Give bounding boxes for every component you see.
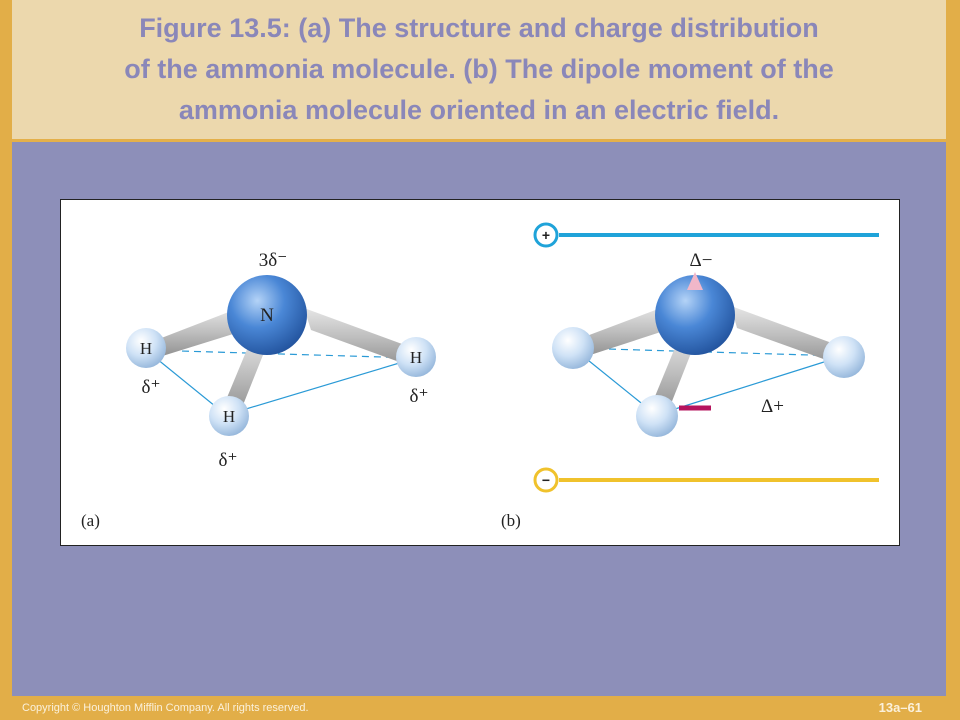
panel-a: N H H H 3δ⁻ δ⁺ δ⁺ δ⁺ (a): [81, 250, 436, 530]
hydrogen-charge-left: δ⁺: [142, 377, 161, 398]
hh-edge-right: [225, 357, 417, 416]
b-bond-n-h-left: [576, 306, 673, 358]
negative-sign: −: [542, 472, 550, 488]
b-bond-n-h-right: [731, 306, 843, 366]
hydrogen-symbol-front: H: [223, 407, 235, 426]
hydrogen-atom-right: [396, 337, 436, 377]
title-line-2: of the ammonia molecule. (b) The dipole …: [124, 54, 834, 84]
ammonia-figure: N H H H 3δ⁻ δ⁺ δ⁺ δ⁺ (a) + −: [60, 199, 900, 546]
positive-sign: +: [542, 227, 550, 243]
nitrogen-atom: [227, 275, 307, 355]
b-hydrogen-atom-right: [823, 336, 865, 378]
title-panel: Figure 13.5: (a) The structure and charg…: [12, 0, 946, 142]
hydrogen-atom-left: [126, 328, 166, 368]
panel-b-label: (b): [501, 511, 521, 530]
panel-a-label: (a): [81, 511, 100, 530]
negative-plate-symbol: [533, 467, 559, 493]
partial-negative-label: Δ−: [690, 250, 713, 271]
hydrogen-symbol-left: H: [140, 339, 152, 358]
dipole-arrow-head: [687, 272, 703, 290]
nitrogen-symbol: N: [260, 305, 274, 326]
title-line-1: Figure 13.5: (a) The structure and charg…: [139, 13, 819, 43]
panel-b: + − Δ− Δ+: [501, 222, 879, 530]
hydrogen-symbol-right: H: [410, 348, 422, 367]
b-hydrogen-atom-front: [636, 395, 678, 437]
slide-title: Figure 13.5: (a) The structure and charg…: [124, 8, 834, 131]
nitrogen-charge-label: 3δ⁻: [259, 250, 287, 271]
hydrogen-charge-front: δ⁺: [219, 450, 238, 471]
hydrogen-atom-front: [209, 396, 249, 436]
title-line-3: ammonia molecule oriented in an electric…: [178, 95, 780, 125]
bond-n-h-front: [221, 335, 269, 415]
b-hh-edge-right: [655, 355, 844, 416]
b-hydrogen-atom-left: [552, 327, 594, 369]
hh-dashed-edge: [145, 349, 417, 359]
bond-n-h-right: [304, 308, 416, 368]
copyright-notice: Copyright © Houghton Mifflin Company. Al…: [22, 702, 309, 714]
bond-n-h-left: [151, 308, 246, 358]
slide-number: 13a–61: [878, 700, 922, 715]
ammonia-figure-svg: N H H H 3δ⁻ δ⁺ δ⁺ δ⁺ (a) + −: [81, 222, 879, 530]
hydrogen-charge-right: δ⁺: [410, 386, 429, 407]
positive-plate-symbol: [533, 222, 559, 248]
partial-positive-label: Δ+: [761, 396, 784, 417]
